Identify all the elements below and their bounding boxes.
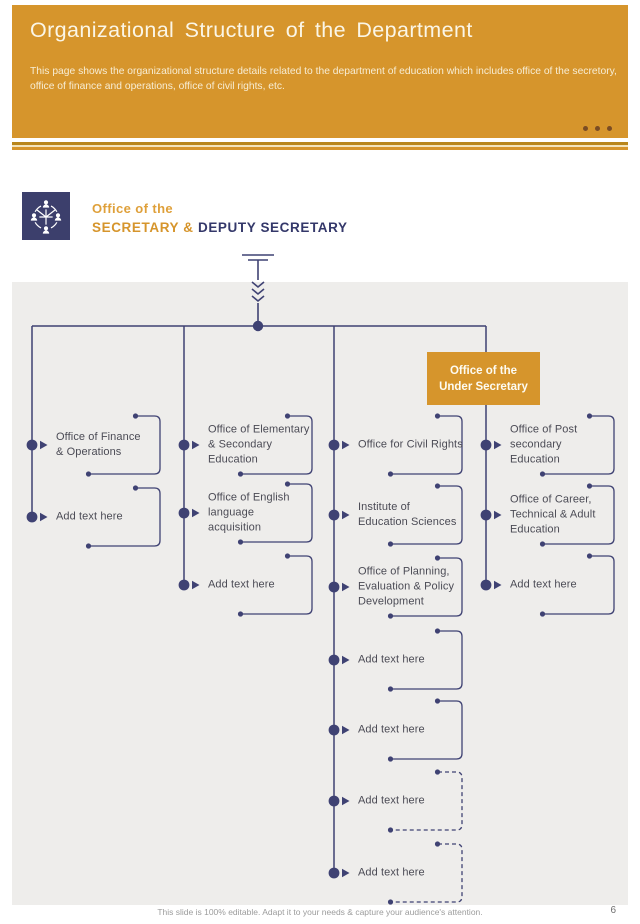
secretary-heading: Office of the SECRETARY & DEPUTY SECRETA… bbox=[92, 201, 348, 235]
org-node-placeholder[interactable]: Add text here bbox=[510, 578, 577, 591]
footer-note: This slide is 100% editable. Adapt it to… bbox=[157, 907, 483, 917]
org-node-label[interactable]: Institute of Education Sciences bbox=[358, 501, 457, 528]
under-secretary-box[interactable]: Office of the Under Secretary bbox=[427, 352, 540, 405]
org-node-label[interactable]: Office of English language acquisition bbox=[208, 491, 290, 534]
org-node-placeholder[interactable]: Add text here bbox=[358, 653, 425, 666]
org-node-label[interactable]: Office of Elementary & Secondary Educati… bbox=[208, 423, 310, 466]
org-node-placeholder[interactable]: Add text here bbox=[358, 723, 425, 736]
org-node-label[interactable]: Office of Planning, Evaluation & Policy … bbox=[358, 565, 455, 608]
three-dots-icon bbox=[583, 126, 612, 131]
slide-header: Organizational Structure of the Departme… bbox=[12, 5, 628, 138]
org-node-placeholder[interactable]: Add text here bbox=[208, 578, 275, 591]
org-node-placeholder[interactable]: Add text here bbox=[56, 510, 123, 523]
secretary-pretitle: Office of the bbox=[92, 201, 174, 216]
person-glyphs bbox=[28, 198, 64, 236]
secretary-title: SECRETARY & DEPUTY SECRETARY bbox=[92, 220, 348, 235]
org-node-label[interactable]: Office of Post secondary Education bbox=[510, 423, 578, 466]
org-node-placeholder[interactable]: Add text here bbox=[358, 794, 425, 807]
org-node-label[interactable]: Office of Finance & Operations bbox=[56, 431, 141, 458]
page-subtitle: This page shows the organizational struc… bbox=[30, 66, 617, 93]
page-number: 6 bbox=[610, 905, 616, 916]
header-underline bbox=[12, 142, 628, 150]
org-node-placeholder[interactable]: Add text here bbox=[358, 866, 425, 879]
page-title: Organizational Structure of the Departme… bbox=[30, 18, 473, 42]
org-node-label[interactable]: Office for Civil Rights bbox=[358, 438, 463, 451]
department-logo bbox=[22, 192, 70, 240]
people-network-icon bbox=[28, 198, 64, 236]
org-node-label[interactable]: Office of Career, Technical & Adult Educ… bbox=[510, 493, 596, 536]
